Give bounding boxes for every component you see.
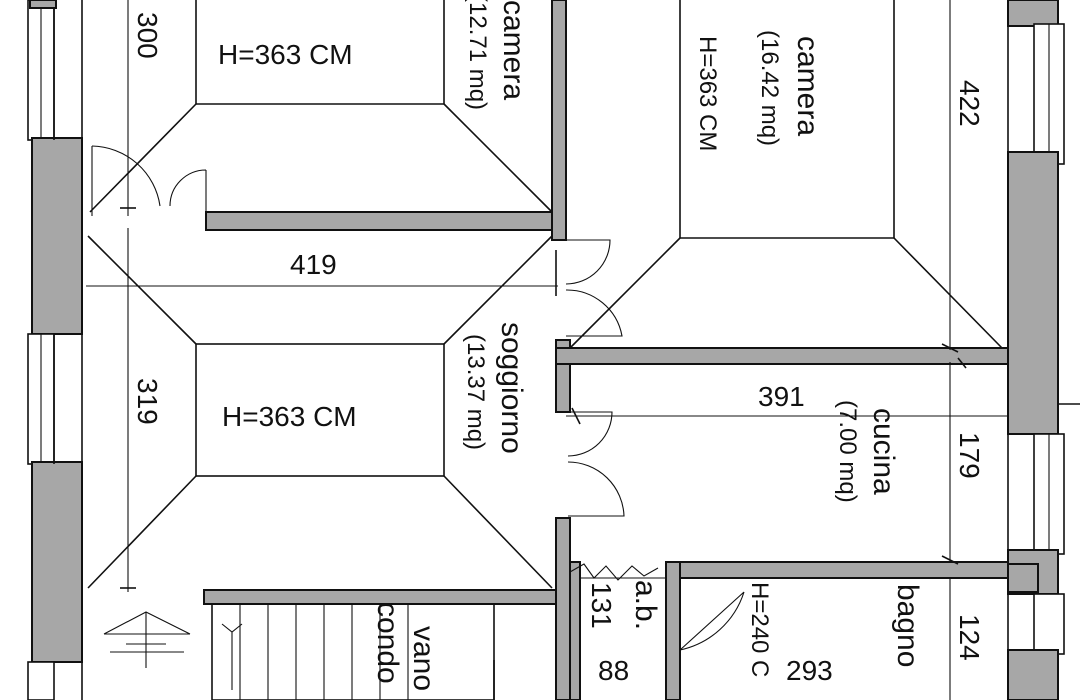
cucina-area: (7.00 mq) (834, 400, 861, 503)
bagno-name: bagno (891, 584, 924, 667)
dimension-lines (86, 0, 1008, 700)
bagno-height: H=240 C (746, 582, 773, 677)
dim-124: 124 (954, 614, 985, 661)
soggiorno-area: (13.37 mq) (462, 334, 489, 450)
wall-pier-right-2 (1007, 151, 1059, 435)
dim-391: 391 (758, 381, 805, 412)
left-exterior-wall (27, 0, 83, 700)
dim-319: 319 (132, 378, 163, 425)
dim-300: 300 (132, 12, 163, 59)
dim-131: 131 (586, 582, 617, 629)
camera-right-name: camera (791, 36, 824, 136)
dim-419: 419 (290, 249, 337, 280)
wall-pier-right-4 (1007, 649, 1059, 700)
soggiorno-height: H=363 CM (222, 401, 357, 432)
window-left-3 (27, 661, 55, 700)
dim-88: 88 (598, 655, 629, 686)
dim-293: 293 (786, 655, 833, 686)
north-arrow-icon (103, 611, 191, 668)
camera-left-area: (12.71 mq) (464, 0, 491, 110)
right-exterior-wall (1007, 0, 1080, 700)
camera-left-name: camera (497, 0, 530, 100)
interior-walls (203, 0, 1039, 700)
ceiling-lines (87, 0, 1003, 589)
camera-left-height: H=363 CM (218, 39, 353, 70)
soggiorno-name: soggiorno (495, 322, 528, 454)
dim-422: 422 (954, 80, 985, 127)
window-right-3 (1033, 593, 1065, 655)
wall-pier-left-2 (31, 461, 83, 663)
dim-179: 179 (954, 432, 985, 479)
wall-pier-left-1 (31, 137, 83, 335)
ab-name: a.b. (629, 580, 662, 630)
camera-right-height: H=363 CM (694, 36, 721, 151)
vano-sub: condo (371, 602, 404, 684)
stairs (211, 603, 495, 700)
wall-pier-right-1 (1007, 0, 1059, 27)
camera-right-area: (16.42 mq) (756, 30, 783, 146)
vano-name: vano (407, 626, 440, 691)
cucina-name: cucina (867, 408, 900, 495)
